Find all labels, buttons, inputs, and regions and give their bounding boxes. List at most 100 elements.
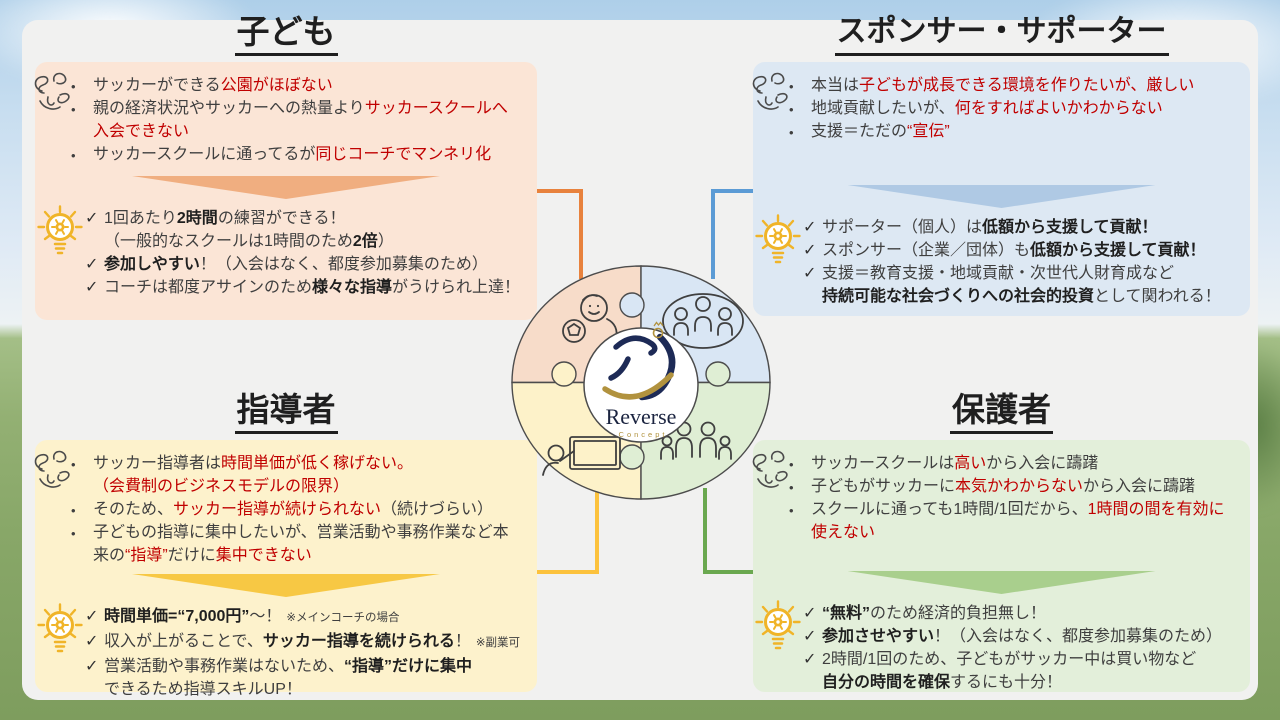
connector-parents (703, 488, 763, 574)
down-arrow (132, 176, 440, 199)
solutions-list: ✓“無料”のため経済的負担無し！✓参加させやすい！（入会はなく、都度参加募集のた… (803, 600, 1244, 694)
list-item-text: 時間単価=“7,000円”～！※メインコーチの場合 (104, 608, 400, 625)
problems-list: •サッカーができる公園がほぼない•親の経済状況やサッカーへの熱量よりサッカースク… (35, 62, 537, 166)
problems-list: •サッカー指導者は時間単価が低く稼げない。（会費制のビジネスモデルの限界） • その… (35, 440, 537, 567)
list-marker: • (71, 503, 76, 518)
parents-panel: • サッカースクールは高いから入会に躊躇 •子どもがサッカーに本気かわからないから入… (753, 440, 1250, 692)
lightbulb-column (35, 205, 85, 299)
list-item: •支援＝ただの“宣伝” (789, 120, 1244, 143)
connector-children (537, 189, 583, 279)
list-item-text: 参加しやすい！（入会はなく、都度参加募集のため） (104, 256, 488, 273)
list-item-text: サッカースクールに通ってるが同じコーチでマンネリ化 (93, 146, 492, 163)
list-marker: ✓ (803, 242, 817, 259)
puzzle-tab (619, 292, 645, 318)
list-item: • サッカースクールに通ってるが同じコーチでマンネリ化 (71, 143, 531, 166)
list-item-text: サポーター（個人）は低額から支援して貢献！ (822, 219, 1158, 236)
list-item: ✓2時間/1回のため、子どもがサッカー中は買い物など自分の時間を確保するにも十分… (803, 648, 1244, 694)
coach-whiteboard-icon (542, 436, 621, 476)
quadrant-title: 保護者 (753, 390, 1250, 436)
reverse-concept-logo: Reverse Concept (602, 321, 677, 439)
quadrant-coaches: 指導者 •サッカー指導者は時間単価が低く稼げない。（会費制のビジネスモデルの限界… (35, 390, 537, 698)
list-item: ✓参加しやすい！（入会はなく、都度参加募集のため） (85, 253, 531, 276)
list-item-text: 子どもの指導に集中したいが、営業活動や事務作業など本来の“指導”だけに集中できな… (93, 524, 509, 564)
children-panel: •サッカーができる公園がほぼない•親の経済状況やサッカーへの熱量よりサッカースク… (35, 62, 537, 320)
puzzle-tab (705, 361, 731, 387)
solutions-list: ✓1回あたり2時間の練習ができる！（一般的なスクールは1時間のため2倍）✓参加し… (85, 205, 531, 299)
list-item-text: 営業活動や事務作業はないため、“指導”だけに集中できるため指導スキルUP！ (104, 658, 473, 698)
list-item-text: 支援＝教育支援・地域貢献・次世代人財育成など持続可能な社会づくりへの社会的投資と… (822, 265, 1221, 305)
list-item: ✓ スポンサー（企業／団体）も低額から支援して貢献！ (803, 239, 1244, 262)
list-marker: ✓ (803, 265, 817, 282)
list-item-text: コーチは都度アサインのため様々な指導がうけられ上達！ (104, 279, 521, 296)
list-item: ✓ 営業活動や事務作業はないため、“指導”だけに集中できるため指導スキルUP！ (85, 655, 531, 701)
list-marker: ✓ (85, 210, 99, 227)
list-item-text: 参加させやすい！（入会はなく、都度参加募集のため） (822, 628, 1223, 645)
list-item: ✓ 参加させやすい！（入会はなく、都度参加募集のため） (803, 625, 1244, 648)
list-marker: • (71, 148, 76, 163)
list-item: ✓収入が上がることで、サッカー指導を続けられる！※副業可 (85, 630, 531, 655)
list-marker: ✓ (85, 658, 99, 675)
list-marker: • (789, 503, 794, 518)
down-arrow (847, 185, 1156, 208)
list-marker: ✓ (85, 633, 99, 650)
quadrant-sponsors: スポンサー・サポーター • 本当は子どもが成長できる環境を作りたいが、厳しい •地域… (753, 12, 1250, 316)
list-item: •子どもがサッカーに本気かわからないから入会に躊躇 (789, 475, 1244, 498)
list-item-text: 親の経済状況やサッカーへの熱量よりサッカースクールへ入会できない (93, 100, 508, 140)
solutions-section: ✓“無料”のため経済的負担無し！✓参加させやすい！（入会はなく、都度参加募集のた… (753, 594, 1250, 694)
solutions-list: ✓ サポーター（個人）は低額から支援して貢献！ ✓ スポンサー（企業／団体）も低額から… (803, 214, 1244, 308)
down-arrow (847, 571, 1156, 594)
group-people-icon (662, 293, 744, 349)
confusion-scribble-icon (30, 69, 74, 115)
list-marker: ✓ (803, 628, 817, 645)
list-marker: • (789, 79, 794, 94)
list-marker: ✓ (803, 605, 817, 622)
list-marker: • (71, 79, 76, 94)
list-item-text: 本当は子どもが成長できる環境を作りたいが、厳しい (811, 77, 1195, 94)
confusion-scribble-icon (30, 447, 74, 493)
list-marker: ✓ (85, 279, 99, 296)
puzzle-tab (619, 444, 645, 470)
list-marker: • (789, 125, 794, 140)
down-arrow (132, 574, 440, 597)
list-item: •親の経済状況やサッカーへの熱量よりサッカースクールへ入会できない (71, 97, 531, 143)
list-marker: ✓ (85, 608, 99, 625)
quadrant-children: 子ども •サッカーができる公園がほぼない•親の経済状況やサッカーへの熱量よりサッ… (35, 12, 537, 320)
center-puzzle-emblem: Reverse Concept (511, 265, 771, 500)
list-item-text: そのため、サッカー指導が続けられない（続けづらい） (93, 501, 494, 518)
problems-list: • 本当は子どもが成長できる環境を作りたいが、厳しい •地域貢献したいが、何をすれば… (753, 62, 1250, 143)
list-item-text: スポンサー（企業／団体）も低額から支援して貢献！ (822, 242, 1206, 259)
connector-sponsors (711, 189, 757, 279)
lightbulb-gear-icon (37, 603, 83, 659)
list-marker: • (789, 457, 794, 472)
solutions-list: ✓ 時間単価=“7,000円”～！※メインコーチの場合 ✓収入が上がることで、サッカ… (85, 603, 531, 701)
list-item: •地域貢献したいが、何をすればよいかわからない (789, 97, 1244, 120)
problems-list: • サッカースクールは高いから入会に躊躇 •子どもがサッカーに本気かわからないから入… (753, 440, 1250, 544)
logo-subtitle: Concept (619, 430, 668, 439)
list-marker: ✓ (803, 219, 817, 236)
list-item: ✓ 時間単価=“7,000円”～！※メインコーチの場合 (85, 605, 531, 630)
list-item: •サッカーができる公園がほぼない (71, 74, 531, 97)
list-marker: • (71, 526, 76, 541)
list-marker: • (789, 480, 794, 495)
list-item: ✓1回あたり2時間の練習ができる！（一般的なスクールは1時間のため2倍） (85, 207, 531, 253)
solutions-section: ✓ サポーター（個人）は低額から支援して貢献！ ✓ スポンサー（企業／団体）も低額から… (753, 208, 1250, 308)
list-item: • サッカースクールは高いから入会に躊躇 (789, 452, 1244, 475)
list-item: ✓ 支援＝教育支援・地域貢献・次世代人財育成など持続可能な社会づくりへの社会的投資… (803, 262, 1244, 308)
connector-coaches (537, 488, 599, 574)
quadrant-parents: 保護者 • サッカースクールは高いから入会に躊躇 •子どもがサッカーに本気かわからな… (753, 390, 1250, 692)
lightbulb-column (753, 600, 803, 694)
list-item: •サッカー指導者は時間単価が低く稼げない。（会費制のビジネスモデルの限界） (71, 452, 531, 498)
list-item: • 本当は子どもが成長できる環境を作りたいが、厳しい (789, 74, 1244, 97)
quadrant-title: 子ども (35, 12, 537, 58)
solutions-section: ✓ 時間単価=“7,000円”～！※メインコーチの場合 ✓収入が上がることで、サッカ… (35, 597, 537, 701)
lightbulb-gear-icon (37, 205, 83, 261)
list-item: • そのため、サッカー指導が続けられない（続けづらい） (71, 498, 531, 521)
sponsors-panel: • 本当は子どもが成長できる環境を作りたいが、厳しい •地域貢献したいが、何をすれば… (753, 62, 1250, 316)
coaches-panel: •サッカー指導者は時間単価が低く稼げない。（会費制のビジネスモデルの限界） • その… (35, 440, 537, 698)
logo-title: Reverse (606, 404, 677, 429)
puzzle-tab (551, 361, 577, 387)
quadrant-title: 指導者 (35, 390, 537, 436)
quadrant-title: スポンサー・サポーター (753, 12, 1250, 58)
list-item-text: サッカースクールは高いから入会に躊躇 (811, 455, 1099, 472)
